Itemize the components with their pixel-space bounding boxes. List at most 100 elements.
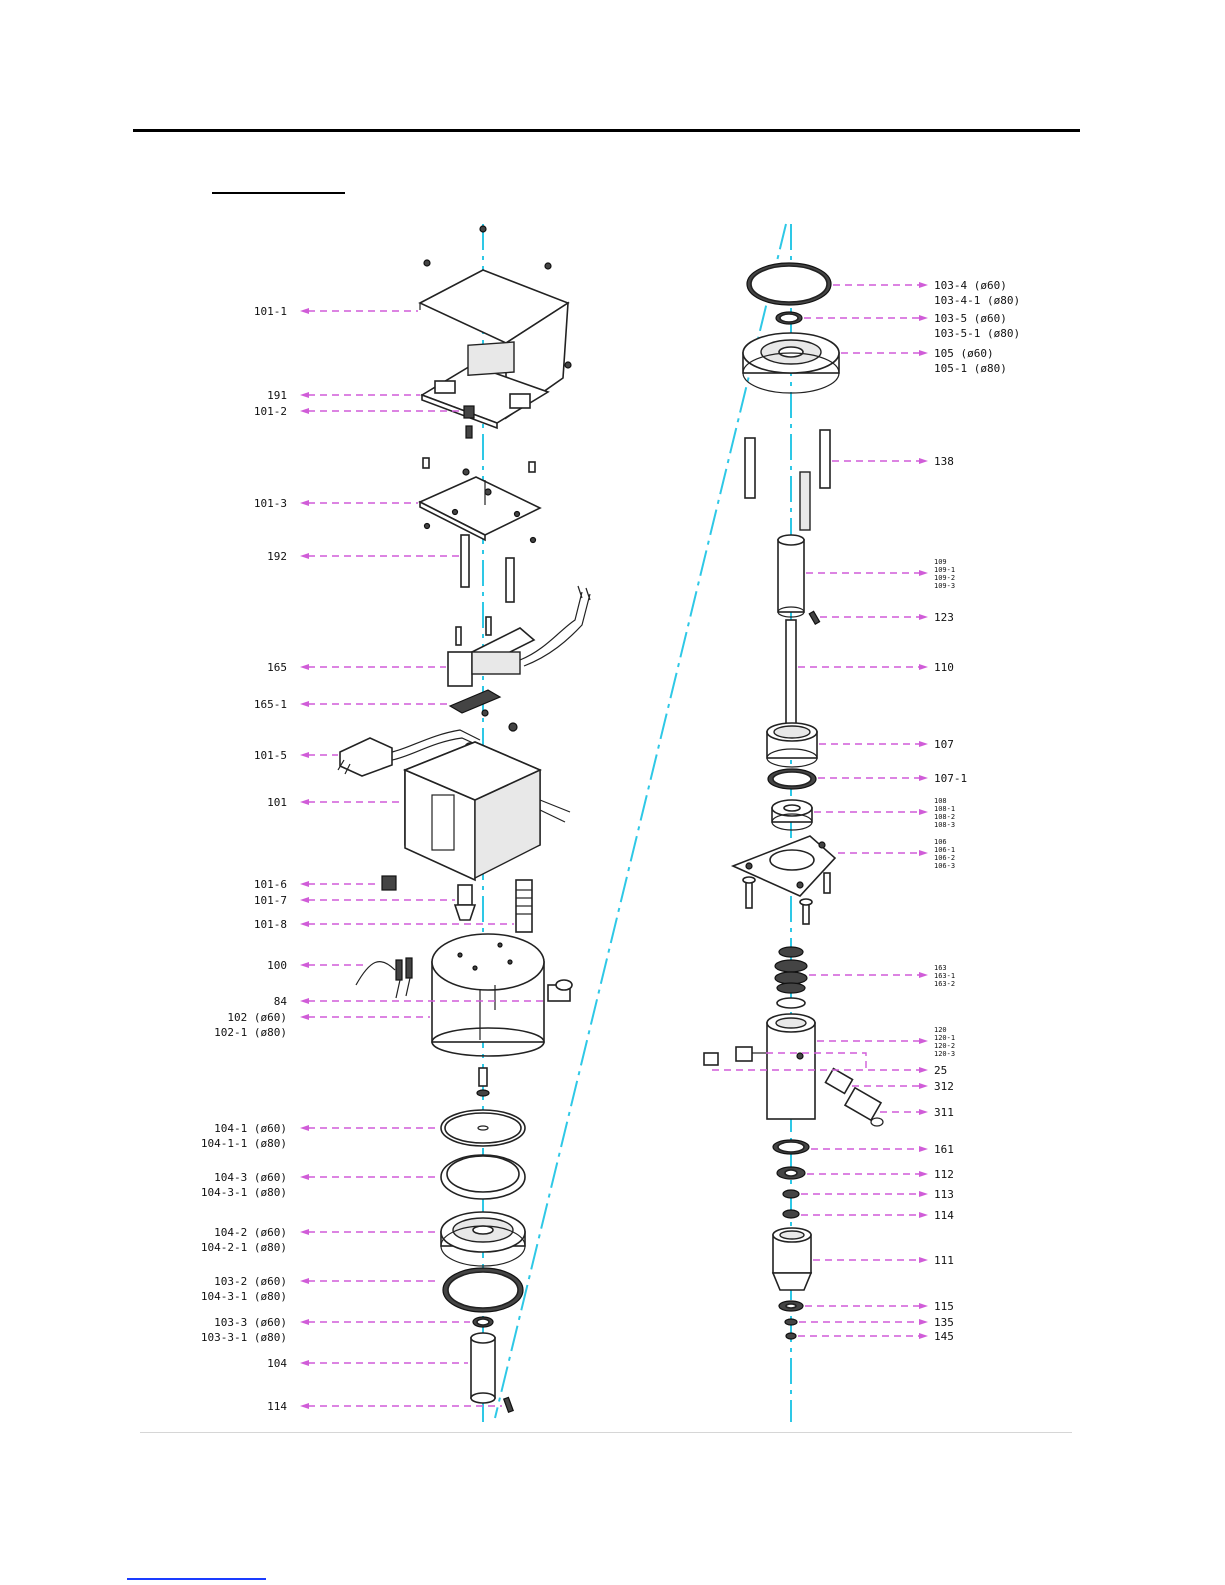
callout-label: 105 (ø60) [934,347,994,360]
leader-arrow [300,392,309,398]
callout-label: 104 [267,1357,287,1370]
callout-label: 108 [934,797,947,805]
callout-right: 311 [880,1106,954,1119]
callout-label: 104-1 (ø60) [214,1122,287,1135]
washer-135 [784,1318,798,1326]
leader-arrow [300,1403,309,1409]
callout-label: 106 [934,838,947,846]
callout-label: 145 [934,1330,954,1343]
triangle-plate-106 [730,835,837,925]
diagonal-assembly-axis [494,223,787,1419]
callout-label: 104-1-1 (ø80) [201,1137,287,1150]
leader-branch-25 [766,1052,867,1070]
footer-rule [140,1432,1072,1433]
callout-label: 120-2 [934,1042,955,1050]
leader-arrow [300,1014,309,1020]
leader-arrow [300,1125,309,1131]
callout-label: 103-5 (ø60) [934,312,1007,325]
callout-left: 191 [267,389,420,402]
callout-label: 101 [267,796,287,809]
callout-right: 115 [805,1300,954,1313]
leader-arrow [919,972,928,978]
callout-label: 109-3 [934,582,955,590]
callout-label: 138 [934,455,954,468]
leader-arrow [919,664,928,670]
leader-arrow [919,1257,928,1263]
callout-left: 101 [267,796,403,809]
callout-label: 107 [934,738,954,751]
callout-label: 106-3 [934,862,955,870]
leader-arrow [300,308,309,314]
callout-label: 163-2 [934,980,955,988]
callout-label: 123 [934,611,954,624]
leader-arrow [300,752,309,758]
callout-label: 84 [274,995,288,1008]
disc-104-1 [440,1109,526,1147]
callout-left: 104-3 (ø60)104-3-1 (ø80) [201,1171,438,1199]
leader-arrow [919,850,928,856]
callout-label: 114 [267,1400,287,1413]
callout-label: 109 [934,558,947,566]
shaft-110 [785,619,797,731]
leader-arrow [300,1278,309,1284]
o-ring-103-2 [442,1267,524,1313]
leader-arrow [300,408,309,414]
flange-105 [742,332,840,394]
leader-arrow [919,458,928,464]
callout-label: 104-2 (ø60) [214,1226,287,1239]
callout-label: 104-2-1 (ø80) [201,1241,287,1254]
piston-104-2 [440,1211,526,1267]
housing-101 [402,741,571,882]
elbow-fitting-84 [547,979,573,1002]
callout-label: 102-1 (ø80) [214,1026,287,1039]
callout-left: 101-1 [254,305,418,318]
callout-right: 105 (ø60) 105-1 (ø80) [841,347,1007,375]
callout-label: 101-6 [254,878,287,891]
callout-left: 114 [267,1400,502,1413]
callout-left: 104 [267,1357,468,1370]
callout-label: 135 [934,1316,954,1329]
leader-arrow [919,1333,928,1339]
callout-label: 108-3 [934,821,955,829]
leader-arrow [300,962,309,968]
callout-left: 165 [267,661,446,674]
callout-left: 101-2 [254,405,462,418]
control-board-191 [420,341,550,439]
washer-114 [782,1209,800,1219]
leader-arrow [300,998,309,1004]
power-plug-101-5 [337,729,485,777]
leader-arrow [300,1229,309,1235]
callout-left: 104-1 (ø60) 104-1-1 (ø80) [201,1122,438,1150]
leader-arrow [919,775,928,781]
valve-body-120 [766,1013,816,1120]
main-cylinder-102 [431,933,545,1057]
callout-left: 103-2 (ø60)104-3-1 (ø80) [201,1275,440,1303]
callout-label: 109-2 [934,574,955,582]
callout-label: 101-1 [254,305,287,318]
callout-label: 191 [267,389,287,402]
standoff-192 [460,534,470,588]
leader-arrow [919,1303,928,1309]
adjuster-312-311 [824,1067,884,1127]
screw-123 [808,610,821,626]
callout-label: 104-3 (ø60) [214,1171,287,1184]
callout-label: 161 [934,1143,954,1156]
callout-left: 192 [267,550,460,563]
callout-label: 103-5-1 (ø80) [934,327,1020,340]
fitting-101-7 [453,884,477,921]
leader-arrow [300,1319,309,1325]
leader-arrow [919,1146,928,1152]
spring-stack-163 [774,946,808,1009]
callout-left: 101-8 [254,918,514,931]
callout-label: 114 [934,1209,954,1222]
callout-label: 105-1 (ø80) [934,362,1007,375]
callout-left: 165-1 [254,698,448,711]
callout-label: 102 (ø60) [227,1011,287,1024]
callout-label: 163-1 [934,972,955,980]
